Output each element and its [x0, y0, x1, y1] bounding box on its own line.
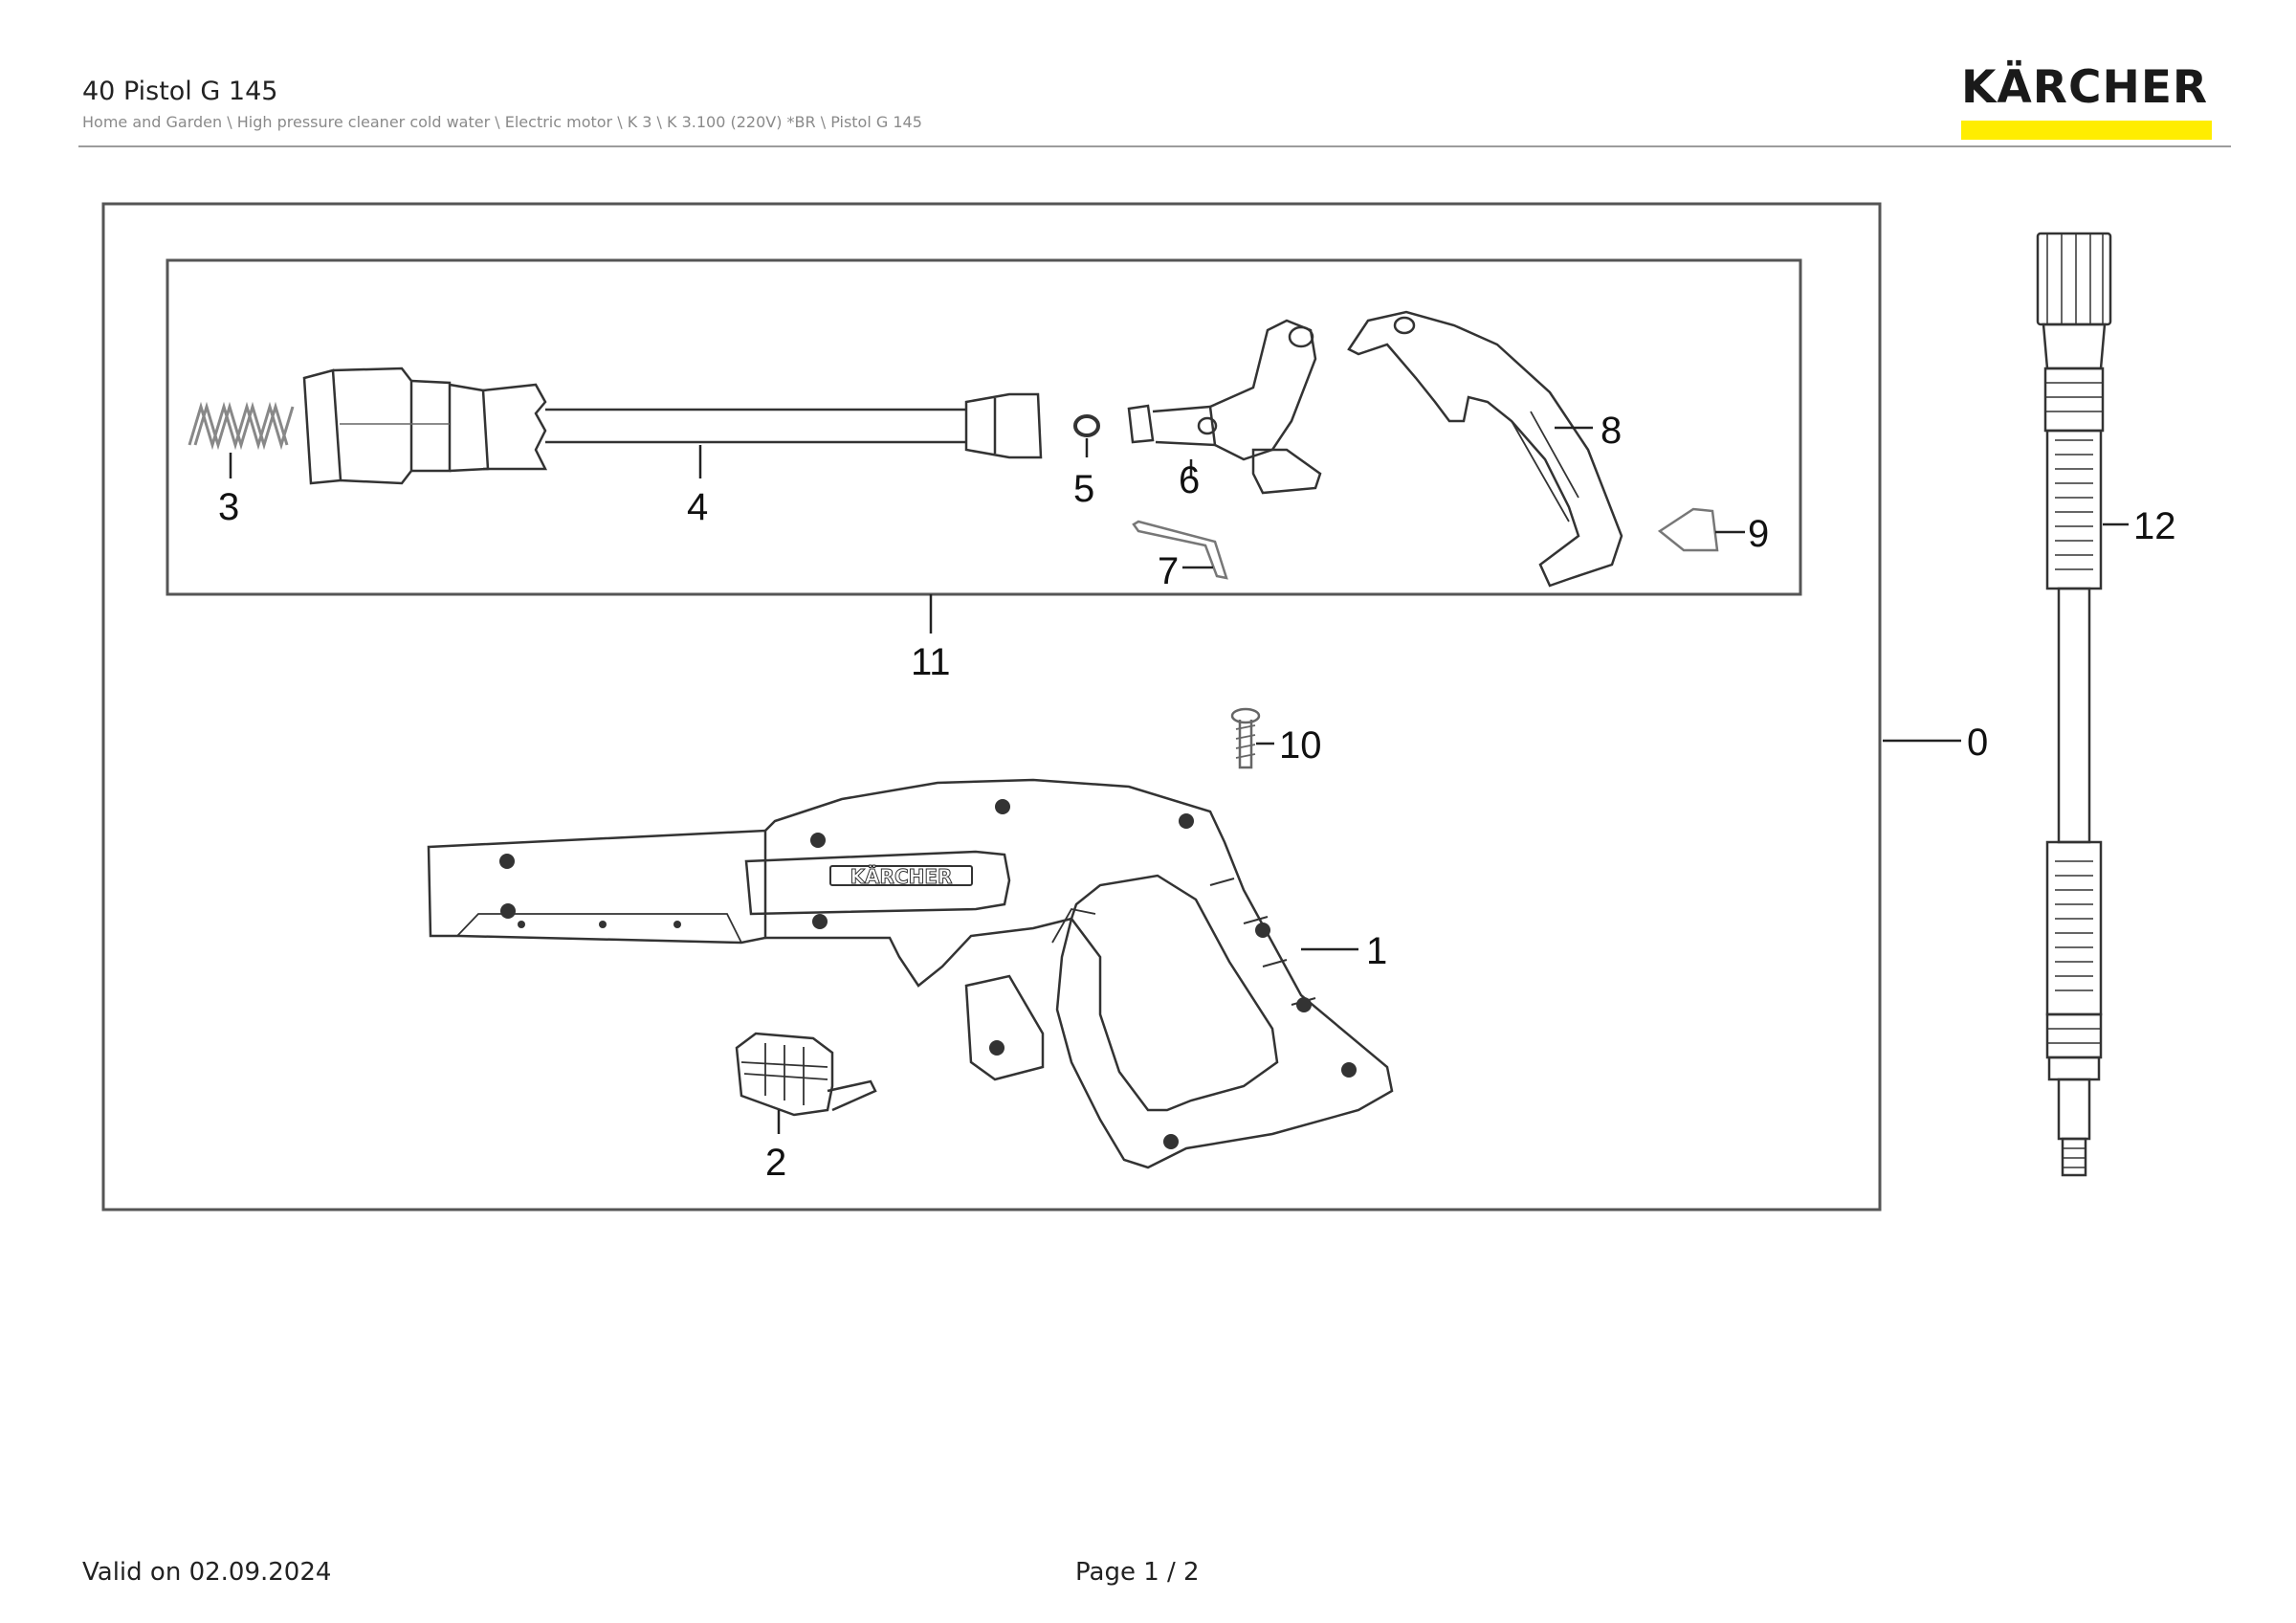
- label-part-4: 4: [687, 486, 708, 528]
- valid-date: Valid on 02.09.2024: [82, 1558, 332, 1587]
- clip-part: [735, 1032, 877, 1117]
- cap-part: [1657, 507, 1719, 552]
- label-part-12: 12: [2133, 505, 2176, 547]
- valve-lever-part: [1127, 319, 1322, 495]
- brand-logo-text: KÄRCHER: [1961, 61, 2209, 114]
- screw-part: [1230, 707, 1261, 769]
- label-part-5: 5: [1073, 468, 1094, 510]
- gun-brand-text: KÄRCHER: [850, 865, 953, 888]
- label-part-2: 2: [765, 1142, 786, 1184]
- header-divider: [78, 145, 2231, 147]
- kit-frame: [166, 258, 1802, 596]
- label-part-7: 7: [1158, 550, 1179, 592]
- leader-lines: [229, 426, 2129, 1134]
- grip-half-part: [1347, 310, 1623, 588]
- allen-key-part: [1132, 520, 1228, 580]
- label-part-1: 1: [1366, 930, 1387, 972]
- valve-tube-part: [302, 367, 1043, 485]
- spring-part: [188, 401, 295, 451]
- label-part-8: 8: [1601, 410, 1622, 452]
- label-part-11: 11: [911, 641, 951, 683]
- label-part-3: 3: [218, 486, 239, 528]
- brand-logo-bar: [1961, 121, 2212, 140]
- label-part-6: 6: [1179, 459, 1200, 501]
- page-number: Page 1 / 2: [1075, 1558, 1200, 1587]
- spray-lance-part: [2036, 232, 2112, 1177]
- label-part-9: 9: [1748, 513, 1769, 555]
- gun-housing-part: [427, 778, 1394, 1169]
- assembly-frame: [101, 202, 1882, 1212]
- page-title: 40 Pistol G 145: [82, 77, 278, 106]
- o-ring-part: [1073, 414, 1100, 437]
- breadcrumb: Home and Garden \ High pressure cleaner …: [82, 113, 922, 131]
- label-part-0: 0: [1967, 722, 1988, 764]
- label-part-10: 10: [1279, 724, 1322, 767]
- brand-logo: KÄRCHER: [1961, 63, 2215, 140]
